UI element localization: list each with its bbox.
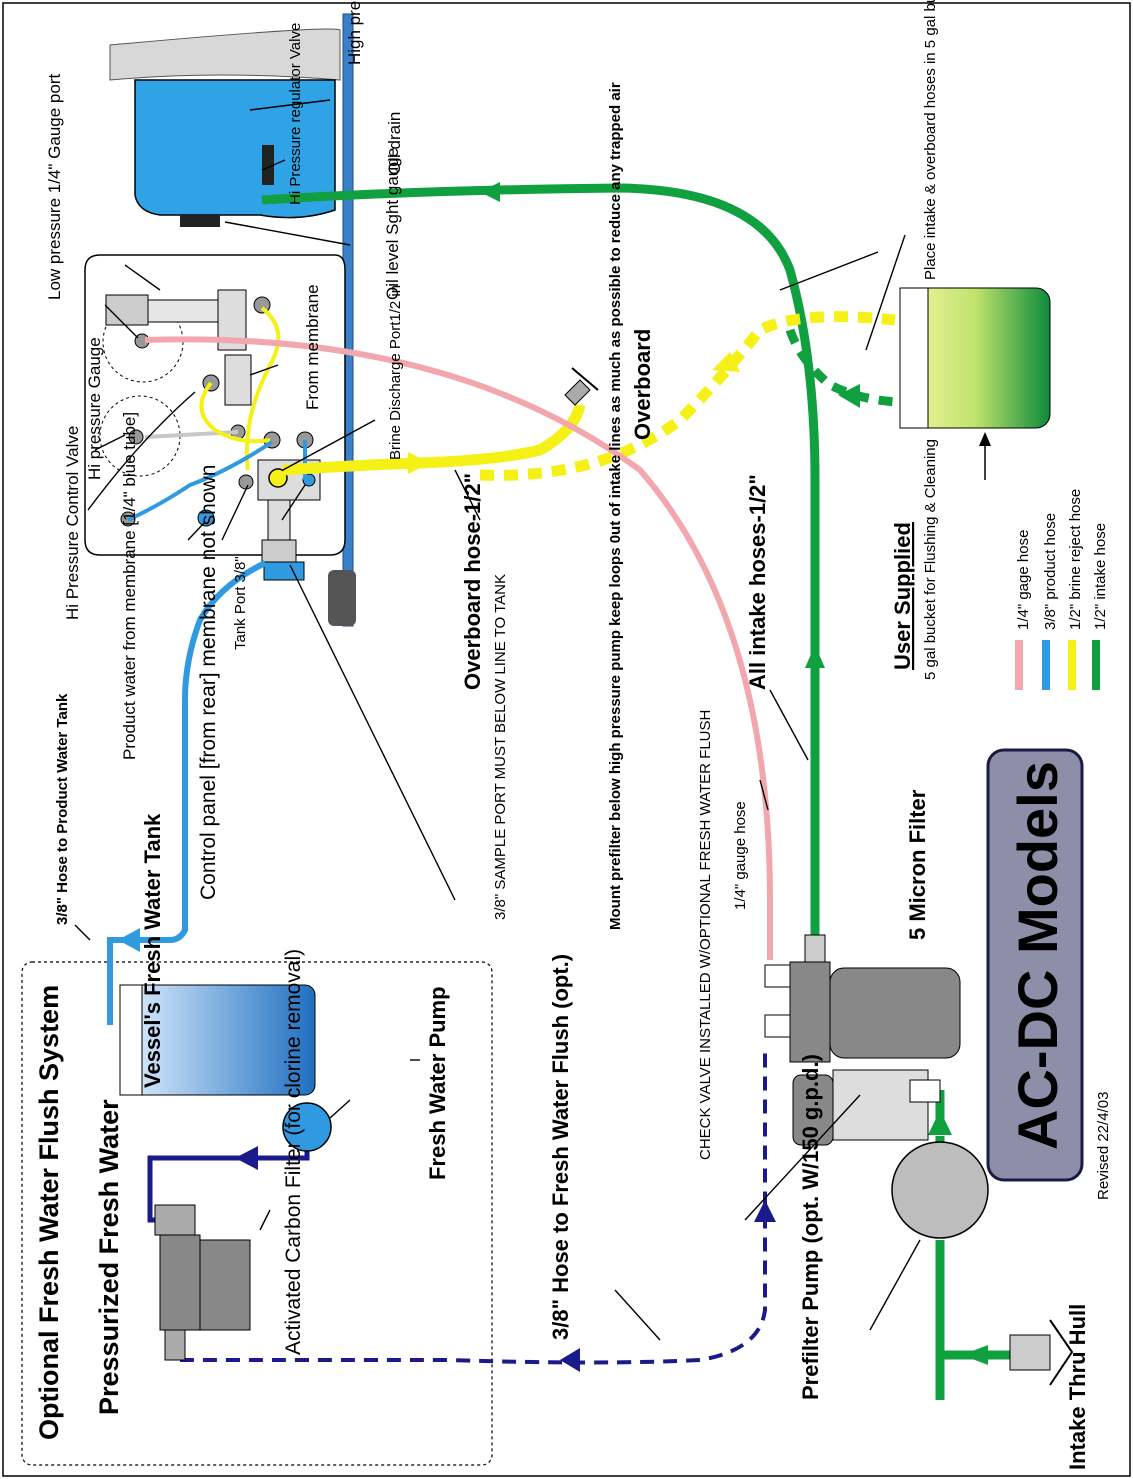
brine-to-bucket	[479, 311, 896, 481]
flush-system-box	[21, 961, 493, 1466]
intake-arrow-bottom	[962, 1345, 988, 1365]
fresh-dash-arrow-up	[754, 1200, 776, 1222]
label-control-panel: Control panel [from rear] membrane not s…	[197, 465, 220, 900]
vessel-fresh-water-tank	[119, 984, 316, 1096]
high-pressure-pump	[109, 28, 341, 227]
intake-arrow-top	[480, 182, 500, 202]
fresh-water-pump	[282, 1102, 332, 1152]
fresh-dash-arrow	[560, 1348, 580, 1372]
label-hose-to-flush: 3/8" Hose to Fresh Water Flush (opt.)	[548, 954, 573, 1340]
label-vessel-tank: Vessel's Fresh Water Tank	[140, 813, 165, 1088]
intake-hose	[261, 183, 820, 945]
models-badge-text: AC-DC Models	[1006, 761, 1069, 1150]
label-low-pressure-port: Low pressure 1/4" Gauge port	[45, 74, 64, 300]
label-gauge-hose: 1/4" gauge hose	[732, 801, 749, 910]
brine-arrow	[408, 452, 430, 474]
label-hose-to-product-tank: 3/8" Hose to Product Water Tank	[54, 693, 71, 925]
label-tank-port: Tank Port 3/8"	[232, 556, 249, 650]
label-prefilter-pump: Prefilter Pump (opt. W/150 g.p.d.)	[798, 1054, 823, 1400]
label-hi-pressure-gauge: Hi pressure Gauge	[85, 337, 104, 480]
models-badge-bg	[986, 748, 1084, 1182]
brine-hose	[282, 403, 586, 476]
brine-bucket-arrow	[712, 352, 740, 372]
intake-arrow-lower	[928, 1110, 952, 1135]
label-five-micron: 5 Micron Filter	[905, 789, 930, 940]
fresh-arrow	[235, 1146, 258, 1170]
label-product-water: Product water from membrane [1/4" blue t…	[120, 412, 139, 760]
label-bucket-desc: 5 gal bucket for Flushing & Cleaning	[922, 439, 939, 680]
activated-carbon-filter	[154, 1204, 251, 1361]
bucket	[899, 287, 1051, 429]
intake-bucket-arrow	[838, 384, 860, 408]
label-carbon-filter: Activated Carbon Filter (for clorine rem…	[282, 949, 305, 1355]
label-oil-drain: Oil drain	[385, 112, 404, 175]
label-user-supplied: User Supplied	[890, 522, 915, 670]
label-from-membrane: From membrane	[303, 284, 322, 410]
label-place-bucket: Place intake & overboard hoses in 5 gal …	[922, 0, 939, 280]
yellow-membrane-tube-2	[199, 381, 271, 444]
label-regulator-valve: Hi Pressure regulator Valve	[287, 23, 304, 205]
label-fresh-water-pump: Fresh Water Pump	[425, 986, 450, 1180]
control-panel	[84, 254, 346, 581]
label-overboard: Overboard	[630, 329, 655, 440]
label-oil-level-gauge: Oil level Sght gauge	[383, 148, 402, 300]
intake-thru-hull	[1009, 1319, 1074, 1386]
product-arrow	[118, 928, 140, 952]
overboard-fitting	[564, 379, 591, 406]
blue-product-tube	[127, 440, 274, 522]
legend-gage-hose: 1/4" gage hose	[1015, 530, 1032, 630]
label-optional-flush: Optional Fresh Water Flush System	[34, 985, 64, 1440]
gauge-hose	[144, 336, 773, 960]
label-intake-thru-hull: Intake Thru Hull	[1065, 1304, 1090, 1470]
label-high-pressure-pump: High pressure pump	[345, 0, 364, 65]
fresh-line-dashed	[180, 1050, 767, 1365]
five-micron-filter	[764, 934, 961, 1146]
label-pressurized-fresh-water: Pressurized Fresh Water	[94, 1099, 124, 1415]
label-revised: Revised 22/4/03	[1095, 1092, 1112, 1200]
product-hose	[107, 560, 267, 1025]
legend	[1015, 640, 1100, 690]
label-sample-port: 3/8" SAMPLE PORT MUST BELOW LINE TO TANK	[492, 574, 509, 920]
legend-intake-hose: 1/2" intake hose	[1092, 523, 1109, 630]
oil-drain-clip	[328, 570, 356, 626]
legend-brine-hose: 1/2" brine reject hose	[1067, 489, 1084, 630]
label-control-valve: Hi Pressure Control Valve	[63, 426, 82, 620]
label-check-valve: CHECK VALVE INSTALLED W/OPTIONAL FRESH W…	[697, 710, 714, 1160]
legend-product-hose: 3/8" product hose	[1042, 513, 1059, 630]
pointer-lines	[74, 99, 921, 1341]
label-all-intake-hoses: All intake hoses-1/2"	[745, 474, 770, 690]
prefilter-pump	[891, 1141, 989, 1239]
yellow-membrane-tube	[244, 306, 281, 471]
label-overboard-hose: Overboard hose-1/2"	[460, 473, 485, 690]
intake-arrow-mid	[805, 645, 825, 668]
label-brine-discharge: Brine Discharge Port1/2 in	[387, 285, 404, 460]
label-mount-prefilter: Mount prefilter below high pressure pump…	[607, 82, 624, 930]
